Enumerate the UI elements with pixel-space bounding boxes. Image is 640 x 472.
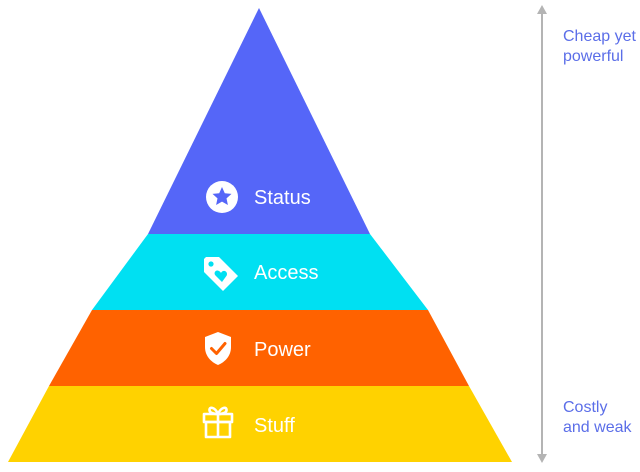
tier-stuff-label: Stuff [254, 415, 295, 437]
tier-status-band [148, 8, 370, 234]
tier-access-band [92, 234, 428, 310]
gift-icon [202, 406, 234, 439]
tier-power-label: Power [254, 339, 311, 361]
tier-power-band [49, 310, 469, 386]
scale-arrow [537, 5, 547, 463]
scale-bottom-label: Costly and weak [563, 399, 632, 436]
shield-check-icon [205, 332, 231, 365]
tier-status-label: Status [254, 187, 311, 209]
tier-stuff-band [8, 386, 512, 462]
tier-access-label: Access [254, 262, 318, 284]
star-badge-icon [206, 181, 238, 213]
scale-top-label: Cheap yet powerful [563, 28, 636, 65]
heart-tag-icon [204, 257, 238, 291]
